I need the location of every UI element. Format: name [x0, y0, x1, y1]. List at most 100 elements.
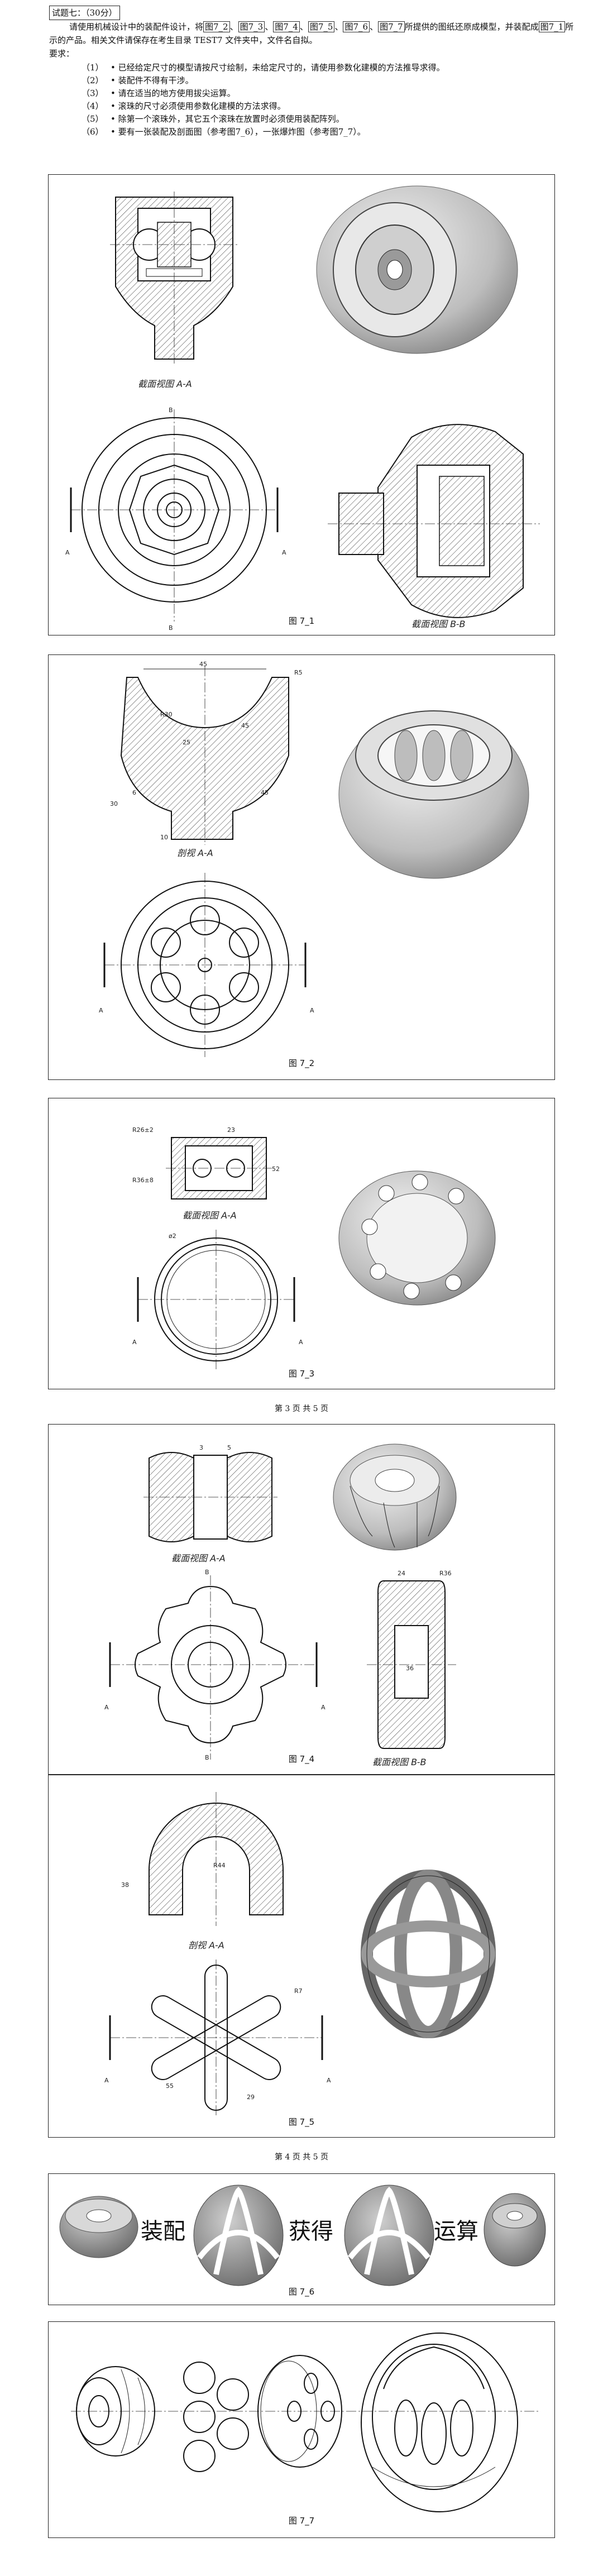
cage-iso-view [338, 1170, 496, 1306]
question-title: 试题七：（30分） [49, 6, 120, 20]
figure-7-5-frame: R44 38 剖视 A-A A A R7 29 55 图 7_ [48, 1775, 555, 2138]
housing-iso-view [338, 710, 529, 879]
word-assemble: 装配 [141, 2219, 185, 2244]
inner-race-section-b-b: 24 R36 36 截面视图 B-B [367, 1570, 456, 1767]
dim-r26: R26±2 [132, 1126, 154, 1134]
dim-45-right: 45 [261, 789, 269, 796]
label-a-left: A [132, 1339, 137, 1346]
label-a-left: A [65, 549, 70, 556]
star-front-view: A A R7 29 55 [104, 1960, 331, 2116]
assembly-step-1-ring [59, 2196, 138, 2258]
exploded-housing [361, 2333, 518, 2512]
requirement-item: （3）• 请在适当的地方使用拔尖运算。 [82, 88, 236, 98]
dim-r30: R30 [160, 711, 173, 718]
requirement-item: （6）• 要有一张装配及剖面图（参考图7_6），一张爆炸图（参考图7_7）。 [82, 127, 366, 137]
inner-race-section-view: 3 5 截面视图 A-A [143, 1444, 277, 1564]
section-view-a-a: 截面视图 A-A [110, 192, 238, 389]
word-operation: 运算 [434, 2219, 478, 2244]
star-section-view: R44 38 剖视 A-A [121, 1792, 284, 1951]
label-a-left: A [99, 1007, 103, 1014]
word-obtain: 获得 [289, 2219, 333, 2244]
section-view-b-b: 截面视图 B-B [328, 424, 540, 629]
figure-7-6-frame: 装配 获得 运算 图 7_6 [48, 2173, 555, 2305]
housing-front-view: A A [99, 873, 314, 1057]
dim-30: 30 [110, 800, 118, 807]
ref-fig-7-3: 图7_3 [238, 21, 265, 32]
page-number-4: 第 4 页 共 5 页 [274, 2153, 329, 2162]
figure-7-4-drawing: 3 5 截面视图 A-A A A B B [104, 1444, 457, 1767]
label-section-b-b: 截面视图 B-B [372, 1757, 427, 1767]
figure-7-7-frame: 图 7_7 [48, 2321, 555, 2538]
figure-7-7-drawing [71, 2333, 540, 2512]
caption-fig-7-6: 图 7_6 [288, 2287, 315, 2297]
dim-r36: R36±8 [132, 1177, 154, 1184]
figure-7-4-frame: 3 5 截面视图 A-A A A B B [48, 1424, 555, 1775]
assembly-step-4-result [484, 2193, 546, 2267]
ref-fig-7-6: 图7_6 [343, 21, 370, 32]
dim-24: 24 [398, 1570, 405, 1577]
dim-r7: R7 [294, 1987, 303, 1995]
ref-fig-7-4: 图7_4 [273, 21, 300, 32]
caption-fig-7-2: 图 7_2 [288, 1058, 315, 1068]
figure-7-5-drawing: R44 38 剖视 A-A A A R7 29 55 [104, 1792, 496, 2116]
dim-r44: R44 [213, 1862, 226, 1869]
question-header: 试题七：（30分） 请使用机械设计中的装配件设计，将图7_2、图7_3、图7_4… [49, 6, 574, 138]
label-a-right: A [282, 549, 286, 556]
label-section-a-a: 截面视图 A-A [183, 1210, 237, 1221]
label-section-a-a: 截面视图 A-A [138, 379, 192, 389]
dim-25: 25 [183, 739, 190, 746]
dim-55: 55 [166, 2082, 174, 2090]
label-a-right: A [310, 1007, 314, 1014]
label-section-a-a: 剖视 A-A [188, 1940, 224, 1951]
label-section-b-b: 截面视图 B-B [411, 619, 466, 629]
caption-fig-7-1: 图 7_1 [288, 616, 315, 626]
iso-view-assembly [316, 185, 518, 354]
star-iso-view [361, 1870, 496, 2038]
assembly-step-2-cage [193, 2185, 284, 2286]
label-b-bottom: B [169, 624, 173, 632]
label-section-a-a: 截面视图 A-A [171, 1553, 226, 1564]
caption-fig-7-7: 图 7_7 [288, 2516, 315, 2526]
dim-38: 38 [121, 1881, 129, 1889]
caption-fig-7-3: 图 7_3 [288, 1369, 315, 1379]
ref-fig-7-1: 图7_1 [538, 21, 566, 32]
inner-race-iso-view [333, 1444, 457, 1551]
figure-7-3-drawing: R26±2 R36±8 23 52 截面视图 A-A A A ø2 [132, 1126, 496, 1369]
dim-52: 52 [272, 1165, 280, 1173]
caption-fig-7-4: 图 7_4 [288, 1754, 315, 1764]
dim-45-side: 45 [241, 722, 249, 729]
dim-5: 5 [227, 1444, 231, 1451]
label-a-right: A [327, 2077, 331, 2084]
requirement-item: （1）• 已经给定尺寸的模型请按尺寸绘制，未给定尺寸的，请使用参数化建模的方法推… [82, 63, 445, 73]
ref-fig-7-5: 图7_5 [308, 21, 335, 32]
requirements-list: （1）• 已经给定尺寸的模型请按尺寸绘制，未给定尺寸的，请使用参数化建模的方法推… [49, 61, 574, 138]
dim-6: 6 [132, 789, 136, 796]
dim-3: 3 [199, 1444, 203, 1451]
label-a-left: A [104, 1704, 109, 1711]
caption-fig-7-5: 图 7_5 [288, 2117, 315, 2127]
ref-fig-7-2: 图7_2 [203, 21, 230, 32]
label-a-right: A [321, 1704, 326, 1711]
front-view: A A B B [65, 407, 286, 632]
exploded-cage [257, 2355, 342, 2468]
label-section-a-a: 剖视 A-A [177, 848, 213, 858]
figure-7-1-frame: 截面视图 A-A A A B B [48, 174, 555, 635]
label-b-top: B [169, 407, 173, 414]
inner-race-front-view: A A B B [104, 1569, 326, 1761]
housing-section-view: 45 R5 R30 25 45 30 6 10 45 剖视 A-A [110, 661, 303, 858]
cage-front-view: A A ø2 [132, 1230, 303, 1369]
page-number-3: 第 3 页 共 5 页 [274, 1404, 329, 1413]
figure-7-3-frame: R26±2 R36±8 23 52 截面视图 A-A A A ø2 [48, 1098, 555, 1389]
figure-7-2-frame: 45 R5 R30 25 45 30 6 10 45 剖视 A-A [48, 654, 555, 1080]
label-b-top: B [205, 1569, 209, 1576]
label-b-bottom: B [205, 1754, 209, 1761]
requirement-item: （2）• 装配件不得有干涉。 [82, 75, 194, 85]
assembly-step-3-cage [344, 2185, 434, 2286]
figure-7-6-drawing [59, 2185, 546, 2286]
dim-23: 23 [227, 1126, 235, 1134]
figure-7-1-drawing: 截面视图 A-A A A B B [65, 185, 540, 632]
dim-45-top: 45 [199, 661, 207, 668]
label-a-left: A [104, 2077, 109, 2084]
dim-dia: ø2 [169, 1232, 176, 1240]
requirement-item: （4）• 滚珠的尺寸必须使用参数化建模的方法求得。 [82, 101, 286, 111]
